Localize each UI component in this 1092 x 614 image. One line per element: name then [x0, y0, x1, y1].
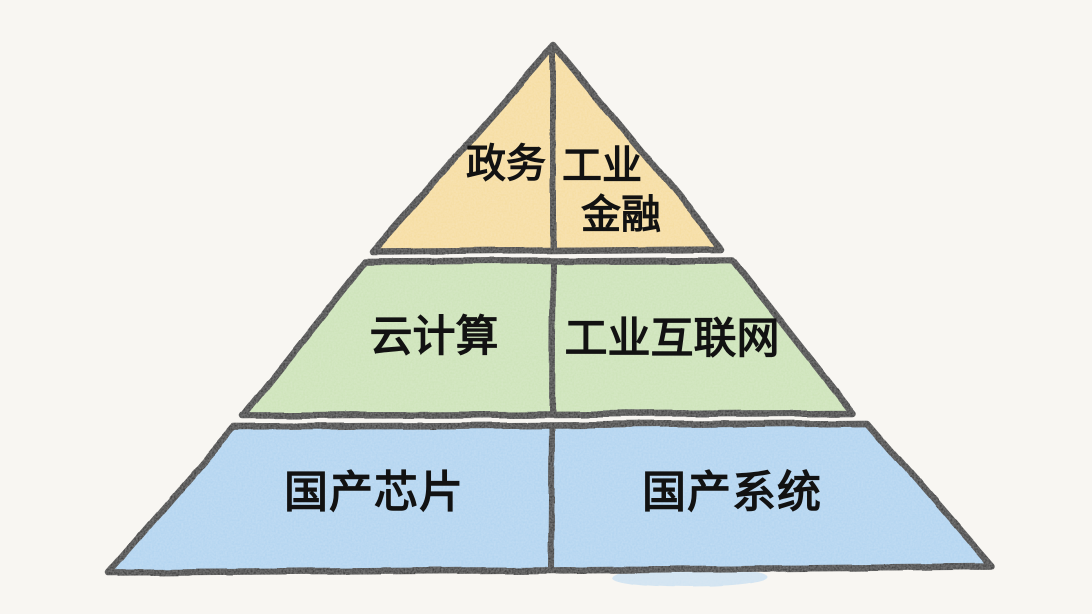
tier-top-left-label: 政务 [466, 142, 546, 186]
tier-top-shape [368, 41, 726, 256]
tier-labels: 政务 工业 金融 云计算 工业互联网 国产芯片 国产系统 [284, 142, 822, 517]
tier-bottom-right-label: 国产系统 [642, 468, 822, 517]
tier-top-right-label-line2: 金融 [580, 192, 661, 237]
tier-middle-right-label: 工业互联网 [565, 315, 780, 363]
divider-bottom [548, 422, 555, 573]
tier-middle-left-label: 云计算 [370, 313, 499, 361]
tier-top-right-label-line1: 工业 [562, 144, 642, 188]
tier-middle-shape [239, 256, 857, 420]
divider-middle [549, 258, 556, 417]
tier-bottom-left-label: 国产芯片 [284, 468, 464, 517]
